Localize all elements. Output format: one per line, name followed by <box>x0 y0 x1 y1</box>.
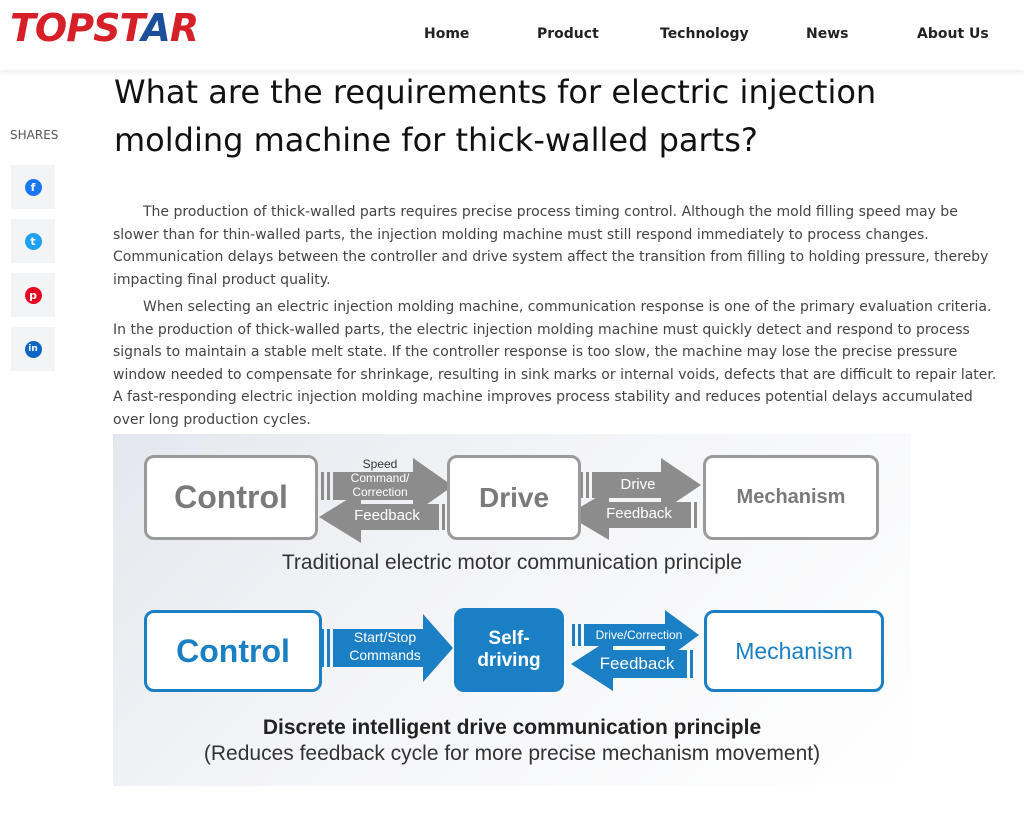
arrow-label-feedback: Feedback <box>606 505 672 522</box>
nav-technology[interactable]: Technology <box>660 26 749 42</box>
arrow-label-correction: Correction <box>352 485 408 499</box>
discrete-control-box: Control <box>144 610 322 692</box>
article-paragraph: When selecting an electric injection mol… <box>113 299 997 428</box>
arrow-label-speed: Speed <box>362 457 398 471</box>
logo-text-part: A <box>141 6 170 50</box>
shares-label: SHARES <box>10 128 59 142</box>
arrow-label-drive: Drive <box>620 476 656 493</box>
linkedin-icon: in <box>24 340 42 358</box>
arrow-stripe <box>580 472 583 498</box>
traditional-control-box: Control <box>144 455 318 540</box>
discrete-subcaption: (Reduces feedback cycle for more precise… <box>203 742 821 765</box>
arrow-forward-shape <box>333 458 453 514</box>
traditional-caption: Traditional electric motor communication… <box>281 551 743 574</box>
communication-diagram: Control Drive Mechanism Speed Command/ C… <box>113 434 911 786</box>
logo-text-part: R <box>169 6 199 50</box>
share-pinterest-button[interactable]: p <box>11 273 55 317</box>
arrow-label-feedback: Feedback <box>599 654 675 673</box>
nav-home[interactable]: Home <box>424 26 470 42</box>
arrow-back-shape <box>567 490 691 540</box>
arrow-stripe <box>572 624 575 646</box>
traditional-mechanism-box: Mechanism <box>703 455 879 540</box>
pinterest-icon: p <box>24 286 42 304</box>
facebook-icon: f <box>24 178 42 196</box>
arrow-back-shape <box>571 637 687 691</box>
self-driving-line: driving <box>477 650 541 671</box>
arrow-stripe <box>578 624 581 646</box>
arrow-forward-shape <box>592 458 701 512</box>
arrow-stripe <box>321 472 324 500</box>
self-driving-box: Self- driving <box>454 608 564 692</box>
discrete-arrows <box>321 610 699 691</box>
topstar-logo[interactable]: TOPSTAR <box>10 4 199 52</box>
arrow-label-start-stop: Start/Stop <box>353 629 417 645</box>
arrow-stripe <box>327 472 330 500</box>
arrow-forward-shape <box>333 614 453 682</box>
arrow-label-commands: Commands <box>349 647 421 663</box>
article-title: What are the requirements for electric i… <box>114 73 877 159</box>
share-linkedin-button[interactable]: in <box>11 327 55 371</box>
discrete-caption: Discrete intelligent drive communication… <box>262 716 762 739</box>
traditional-drive-box: Drive <box>447 455 581 540</box>
arrow-label-drive-correction: Drive/Correction <box>595 628 683 642</box>
arrow-stripe <box>690 650 693 678</box>
arrow-stripe <box>586 472 589 498</box>
diagram-arrows <box>319 458 701 691</box>
logo-text-part: TOPST <box>10 6 142 50</box>
arrow-label-feedback: Feedback <box>354 507 420 524</box>
nav-product[interactable]: Product <box>537 26 599 42</box>
share-facebook-button[interactable]: f <box>11 165 55 209</box>
site-header: TOPSTAR Home Product Technology News Abo… <box>0 0 1024 70</box>
arrow-stripe <box>442 504 445 530</box>
arrow-stripe <box>321 629 324 667</box>
arrow-back-shape <box>319 491 439 543</box>
self-driving-line: Self- <box>488 628 530 649</box>
twitter-icon: t <box>24 232 42 250</box>
arrow-forward-shape <box>584 610 699 660</box>
nav-news[interactable]: News <box>806 26 849 42</box>
nav-about-us[interactable]: About Us <box>917 26 989 42</box>
share-twitter-button[interactable]: t <box>11 219 55 263</box>
discrete-mechanism-box: Mechanism <box>704 610 884 692</box>
traditional-arrows <box>319 458 701 543</box>
arrow-stripe <box>327 629 330 667</box>
arrow-stripe <box>694 502 697 528</box>
arrow-label-command: Command/ <box>350 471 410 485</box>
article-paragraph: The production of thick-walled parts req… <box>113 204 989 288</box>
